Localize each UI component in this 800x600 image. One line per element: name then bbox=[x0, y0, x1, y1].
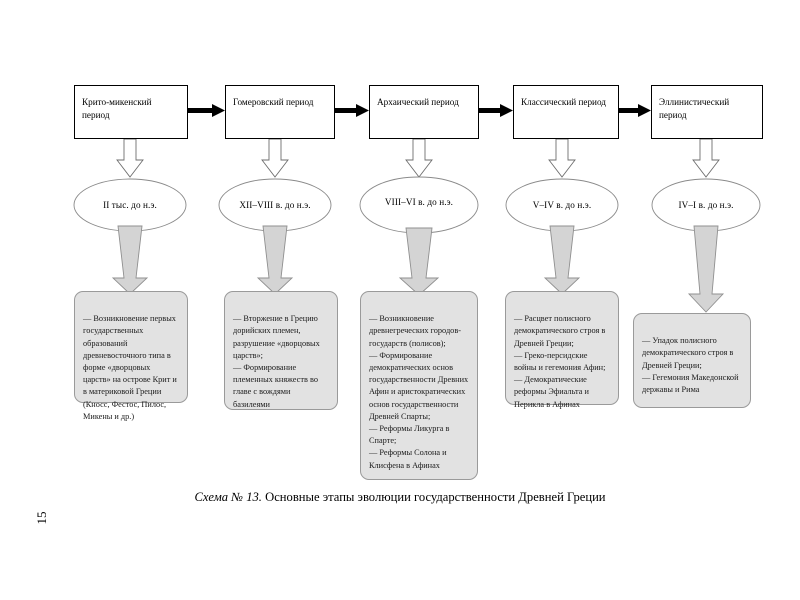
phase-box-hellenistic[interactable]: Эллинистический период bbox=[651, 85, 763, 139]
content-text: — Вторжение в Грецию дорийских племен, р… bbox=[233, 314, 320, 409]
gray-arrow-3 bbox=[398, 227, 440, 296]
block-arrow-1 bbox=[116, 138, 144, 178]
period-date-text: VIII–VI в. до н.э. bbox=[384, 197, 454, 207]
phase-arrow-2 bbox=[334, 104, 369, 117]
period-date-text: II тыс. до н.э. bbox=[103, 200, 157, 210]
period-date-label-3: VIII–VI в. до н.э. bbox=[365, 193, 473, 211]
block-arrow-3 bbox=[405, 138, 433, 178]
phase-arrow-1 bbox=[188, 104, 225, 117]
content-box-classical[interactable]: — Расцвет полисного демократического стр… bbox=[505, 291, 619, 409]
phase-box-classical[interactable]: Классический период bbox=[513, 85, 619, 139]
phase-box-archaic[interactable]: Архаический период bbox=[369, 85, 479, 139]
content-text: — Возникновение первых государственных о… bbox=[83, 314, 177, 421]
period-date-label-2: XII–VIII в. до н.э. bbox=[223, 196, 327, 214]
gray-arrow-1 bbox=[111, 225, 149, 295]
content-box-homeric[interactable]: — Вторжение в Грецию дорийских племен, р… bbox=[224, 291, 338, 410]
content-box-hellenistic[interactable]: — Упадок полисного демократического стро… bbox=[633, 313, 751, 408]
content-text: — Возникновение древнегреческих городов-… bbox=[369, 314, 469, 470]
block-arrow-5 bbox=[692, 138, 720, 178]
phase-label: Крито-микенский период bbox=[82, 97, 152, 120]
caption-number: Схема № 13. bbox=[194, 490, 262, 504]
caption-title: Основные этапы эволюции государственност… bbox=[261, 490, 606, 504]
content-text: — Упадок полисного демократического стро… bbox=[642, 336, 739, 395]
block-arrow-2 bbox=[261, 138, 289, 178]
phase-arrow-4 bbox=[618, 104, 651, 117]
period-date-text: XII–VIII в. до н.э. bbox=[239, 200, 311, 210]
phase-box-crete-mycenaean[interactable]: Крито-микенский период bbox=[74, 85, 188, 139]
block-arrow-4 bbox=[548, 138, 576, 178]
period-date-text: IV–I в. до н.э. bbox=[678, 200, 734, 210]
phase-label: Классический период bbox=[521, 97, 606, 107]
phase-box-homeric[interactable]: Гомеровский период bbox=[225, 85, 335, 139]
content-text: — Расцвет полисного демократического стр… bbox=[514, 314, 606, 409]
phase-label: Эллинистический период bbox=[659, 97, 730, 120]
period-date-label-4: V–IV в. до н.э. bbox=[510, 196, 614, 214]
figure-caption: Схема № 13. Основные этапы эволюции госу… bbox=[0, 489, 800, 505]
phase-label: Гомеровский период bbox=[233, 97, 314, 107]
content-box-archaic[interactable]: — Возникновение древнегреческих городов-… bbox=[360, 291, 478, 480]
gray-arrow-4 bbox=[543, 225, 581, 295]
period-date-text: V–IV в. до н.э. bbox=[532, 200, 592, 210]
page-number: 15 bbox=[34, 511, 49, 525]
phase-to-period-arrows bbox=[116, 138, 720, 178]
phase-arrow-3 bbox=[478, 104, 513, 117]
gray-arrow-5 bbox=[687, 225, 725, 313]
period-date-label-1: II тыс. до н.э. bbox=[78, 196, 182, 214]
gray-arrow-2 bbox=[256, 225, 294, 295]
phase-label: Архаический период bbox=[377, 97, 459, 107]
content-box-crete-mycenaean[interactable]: — Возникновение первых государственных о… bbox=[74, 291, 188, 421]
period-date-label-5: IV–I в. до н.э. bbox=[654, 196, 758, 214]
